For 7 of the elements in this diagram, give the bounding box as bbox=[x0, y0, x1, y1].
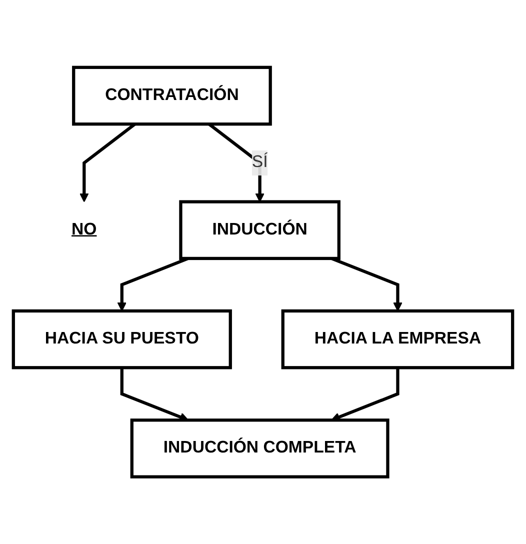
node-box bbox=[130, 418, 390, 478]
node-box bbox=[12, 309, 232, 370]
node-box bbox=[179, 200, 340, 260]
flowchart-drawing: SÍ CONTRATACIÓN NO INDUCCIÓN HACIA SU PUESTO HACIA LA EMPRESA INDUCCIÓN COMPLETA bbox=[5, 58, 521, 486]
node-text: NO bbox=[72, 220, 97, 238]
node-box bbox=[72, 66, 272, 126]
node-box bbox=[281, 309, 514, 370]
